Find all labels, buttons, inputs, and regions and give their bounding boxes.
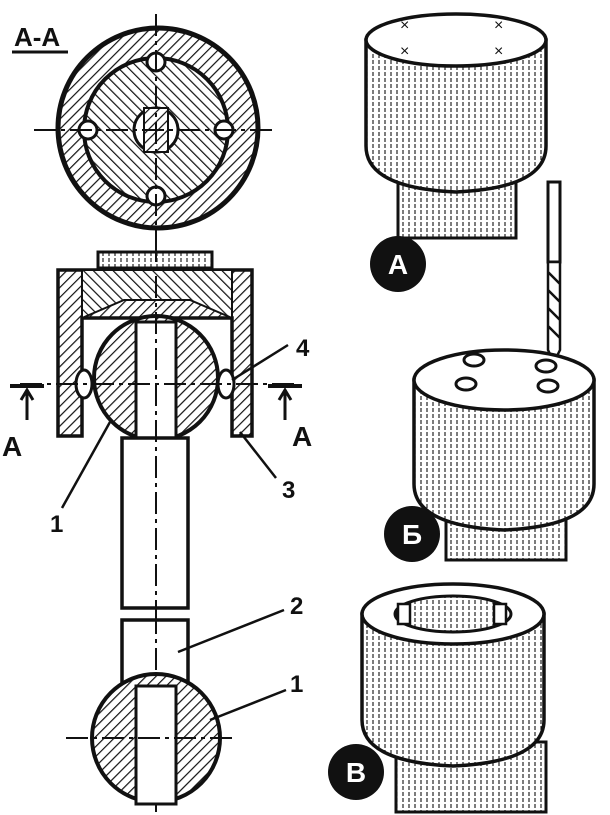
section-mark-left-arrow (19, 387, 35, 420)
leader-1-lower (209, 688, 287, 722)
step-v-bore (393, 594, 513, 634)
step-a-badge (370, 236, 426, 292)
step-v-badge (328, 744, 384, 800)
callout-1-upper: 1 (50, 511, 63, 538)
section-title: А-А (14, 22, 60, 52)
joint-section-view: А А 4 1 3 (2, 240, 312, 612)
step-a-mark-3: × (400, 43, 409, 60)
step-b-badge (384, 506, 440, 562)
step-a-view: × × × × А (364, 12, 548, 292)
step-v-slot-left (396, 602, 412, 626)
step-b-hole-1 (462, 352, 486, 368)
step-b-hole-2 (534, 358, 558, 374)
step-b-label: Б (402, 519, 422, 550)
leader-2 (177, 608, 285, 654)
step-b-body (412, 378, 596, 532)
step-b-hole-4 (536, 378, 560, 394)
step-v-body (360, 612, 546, 768)
step-a-label: А (388, 249, 408, 280)
drill-bit (546, 180, 562, 365)
section-aa-view: А-А (12, 14, 272, 240)
leader-3 (239, 431, 277, 479)
drill-shank (546, 180, 562, 264)
step-b-view: Б (384, 348, 596, 562)
callout-3: 3 (282, 477, 295, 504)
step-v-label: В (346, 757, 366, 788)
callout-1-lower: 1 (290, 671, 303, 698)
callout-2: 2 (290, 593, 303, 620)
rod-ball-view: 2 1 (66, 593, 303, 812)
step-b-hole-3 (454, 376, 478, 392)
drill-flutes (546, 260, 562, 365)
section-mark-right-arrow (277, 387, 293, 420)
step-v-slot-right (492, 602, 508, 626)
step-b-top (412, 348, 596, 412)
step-a-mark-2: × (494, 17, 503, 34)
leader-1-upper (60, 421, 112, 509)
section-mark-right: А (292, 421, 312, 452)
ball-lower-bore (134, 684, 178, 806)
leader-4 (231, 343, 289, 382)
step-a-mark-4: × (494, 43, 503, 60)
section-mark-left: А (2, 431, 22, 462)
step-a-top (364, 12, 548, 68)
step-a-mark-1: × (400, 17, 409, 34)
callout-4: 4 (296, 335, 310, 362)
step-a-body (364, 38, 548, 194)
step-v-view: В (328, 582, 548, 814)
